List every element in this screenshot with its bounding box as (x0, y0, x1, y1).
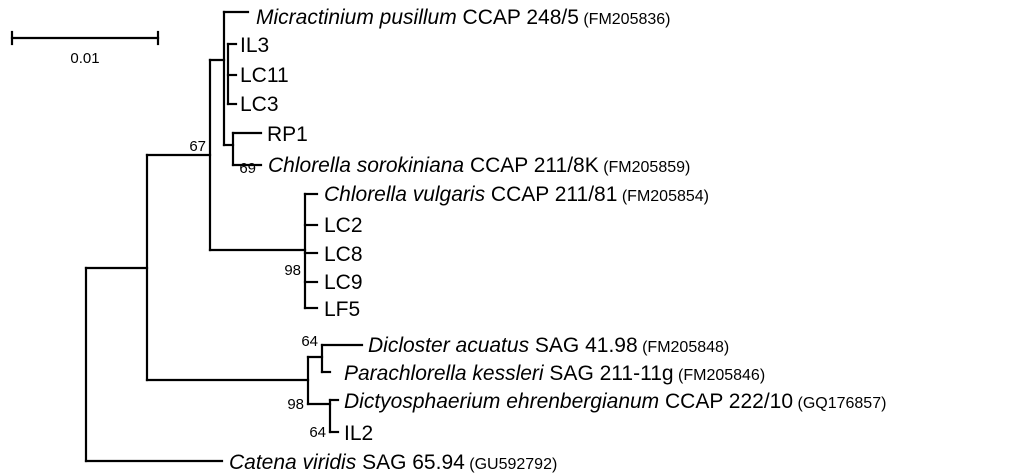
taxon-label: Catena viridis SAG 65.94 (GU592792) (229, 451, 557, 474)
bootstrap-value: 98 (287, 396, 304, 413)
tip-labels: Micractinium pusillum CCAP 248/5 (FM2058… (229, 6, 886, 474)
taxon-label: Chlorella vulgaris CCAP 211/81 (FM205854… (324, 183, 709, 206)
taxon-label: Dictyosphaerium ehrenbergianum CCAP 222/… (344, 390, 886, 413)
taxon-label: LC2 (324, 214, 363, 237)
scale-bar: 0.01 (10, 30, 160, 67)
taxon-label: Parachlorella kessleri SAG 211-11g (FM20… (344, 362, 765, 385)
taxon-label: IL2 (344, 422, 373, 445)
taxon-label: LC3 (240, 93, 279, 116)
taxon-label: LC9 (324, 271, 363, 294)
bootstrap-value: 98 (284, 262, 301, 279)
bootstrap-value: 64 (309, 424, 326, 441)
taxon-label: Micractinium pusillum CCAP 248/5 (FM2058… (256, 6, 671, 29)
taxon-label: IL3 (240, 34, 269, 57)
taxon-label: LC11 (240, 64, 289, 87)
bootstrap-value: 69 (239, 160, 256, 177)
taxon-label: LF5 (324, 298, 360, 321)
bootstrap-values: 67 69 98 64 98 64 (189, 138, 326, 441)
bootstrap-value: 64 (301, 333, 318, 350)
bootstrap-value: 67 (189, 138, 206, 155)
taxon-label: LC8 (324, 243, 363, 266)
taxon-label: Dicloster acuatus SAG 41.98 (FM205848) (368, 334, 729, 357)
tree-branches (84, 10, 364, 463)
taxon-label: RP1 (267, 123, 308, 146)
taxon-label: Chlorella sorokiniana CCAP 211/8K (FM205… (268, 154, 690, 177)
scale-bar-label: 0.01 (70, 50, 99, 67)
